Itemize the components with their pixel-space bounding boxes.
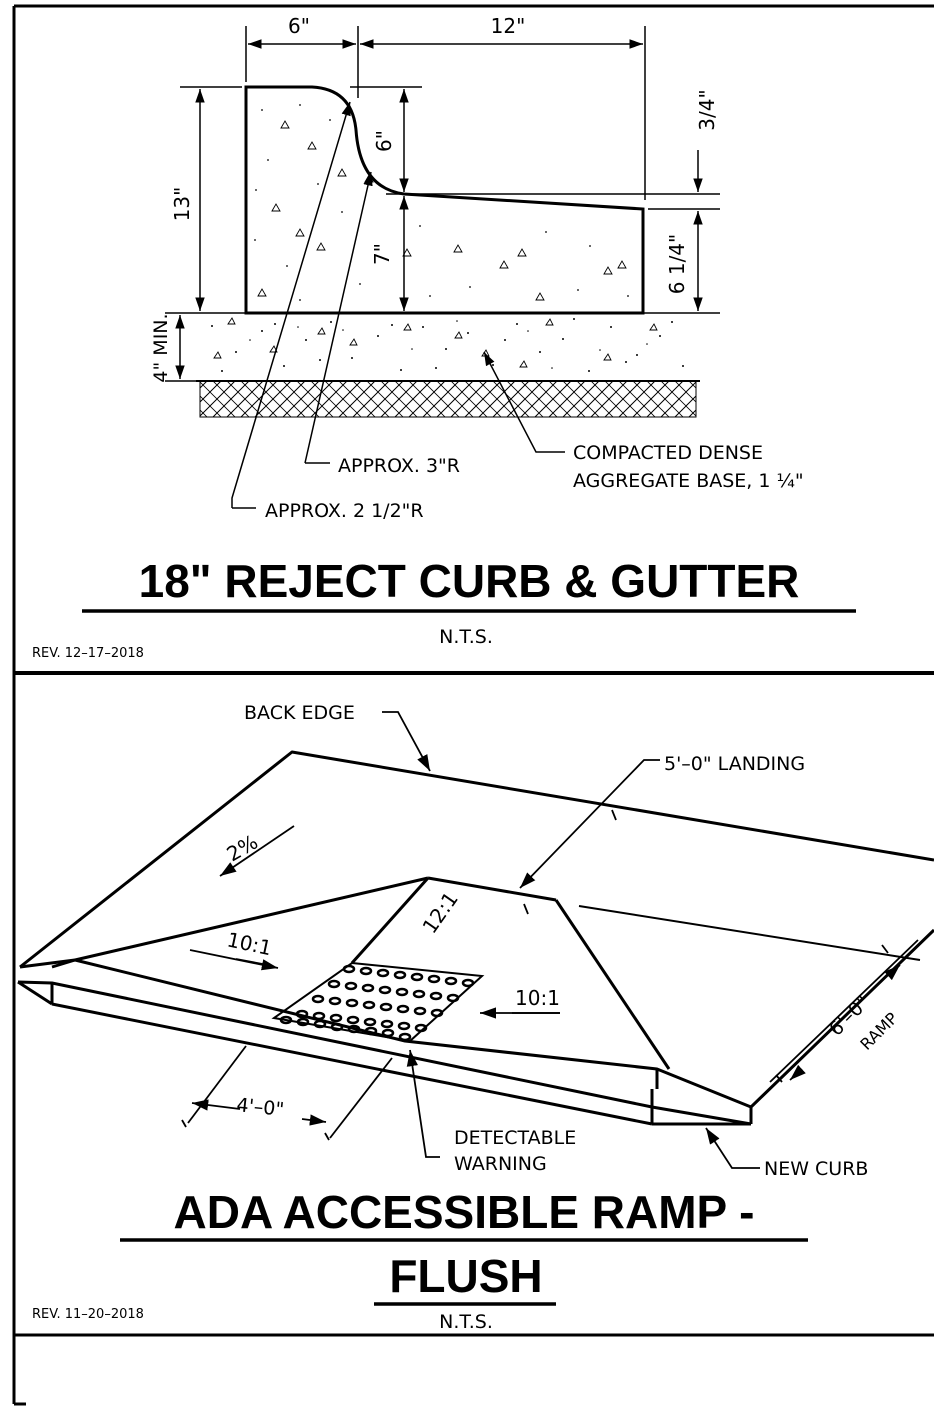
detail1-revision: REV. 12–17–2018 <box>32 646 144 661</box>
label-radius-2-5: APPROX. 2 1/2"R <box>265 500 424 522</box>
dim-4in-min: 4" MIN. <box>150 313 172 382</box>
dim-6in-top: 6" <box>288 14 310 38</box>
aggregate-base <box>196 313 700 382</box>
detail2-title-line1: ADA ACCESSIBLE RAMP - <box>174 1186 755 1238</box>
detail1-title: 18" REJECT CURB & GUTTER <box>139 555 800 607</box>
label-flare-right: 10:1 <box>515 986 560 1010</box>
dim-13in-line <box>165 86 246 314</box>
dim-6in-face: 6" <box>372 130 396 152</box>
dim-base-lines <box>165 315 200 382</box>
label-ramp-slope: 12:1 <box>417 887 462 938</box>
detail1-scale: N.T.S. <box>439 626 493 648</box>
detail2-title-line2: FLUSH <box>389 1250 542 1302</box>
slab-edge-right <box>578 905 921 961</box>
detail2-scale: N.T.S. <box>439 1311 493 1333</box>
leader-lines <box>231 101 565 509</box>
curb-section <box>244 85 645 315</box>
ada-ramp-detail: BACK EDGE 5'–0" LANDING 2% 10:1 12:1 10:… <box>17 702 934 1333</box>
label-slope-2pct: 2% <box>223 830 262 867</box>
dim-12in-top: 12" <box>491 14 526 38</box>
label-landing: 5'–0" LANDING <box>664 753 805 775</box>
dim-right-lines <box>404 150 720 314</box>
ramp-leaders <box>181 711 919 1169</box>
dim-6-1-4in: 6 1/4" <box>665 234 689 294</box>
ramp-outline <box>17 750 934 1126</box>
label-detectable-line1: DETECTABLE <box>454 1127 576 1149</box>
detail2-revision: REV. 11–20–2018 <box>32 1307 144 1322</box>
top-dimensions <box>245 26 646 200</box>
dim-3-4in: 3/4" <box>695 89 719 130</box>
label-width-4ft: 4'–0" <box>235 1094 285 1121</box>
label-detectable-line2: WARNING <box>454 1153 547 1175</box>
label-flare-left: 10:1 <box>225 927 274 960</box>
concrete-aggregate <box>257 120 627 301</box>
concrete-stipple <box>254 104 629 301</box>
curb-gutter-detail: 6" 12" 13" 6" 7" 3/4" 6 1/4" <box>32 14 856 661</box>
sheet-frame <box>12 4 934 1406</box>
label-radius-3: APPROX. 3"R <box>338 455 460 477</box>
label-back-edge: BACK EDGE <box>244 702 355 724</box>
dim-13in: 13" <box>170 187 194 222</box>
label-base-line2: AGGREGATE BASE, 1 ¼" <box>573 470 804 492</box>
subgrade-hatch <box>199 380 697 418</box>
label-base-line1: COMPACTED DENSE <box>573 442 763 464</box>
detectable-warning-domes <box>271 961 485 1043</box>
dim-7in: 7" <box>370 243 394 265</box>
label-new-curb: NEW CURB <box>764 1158 868 1180</box>
